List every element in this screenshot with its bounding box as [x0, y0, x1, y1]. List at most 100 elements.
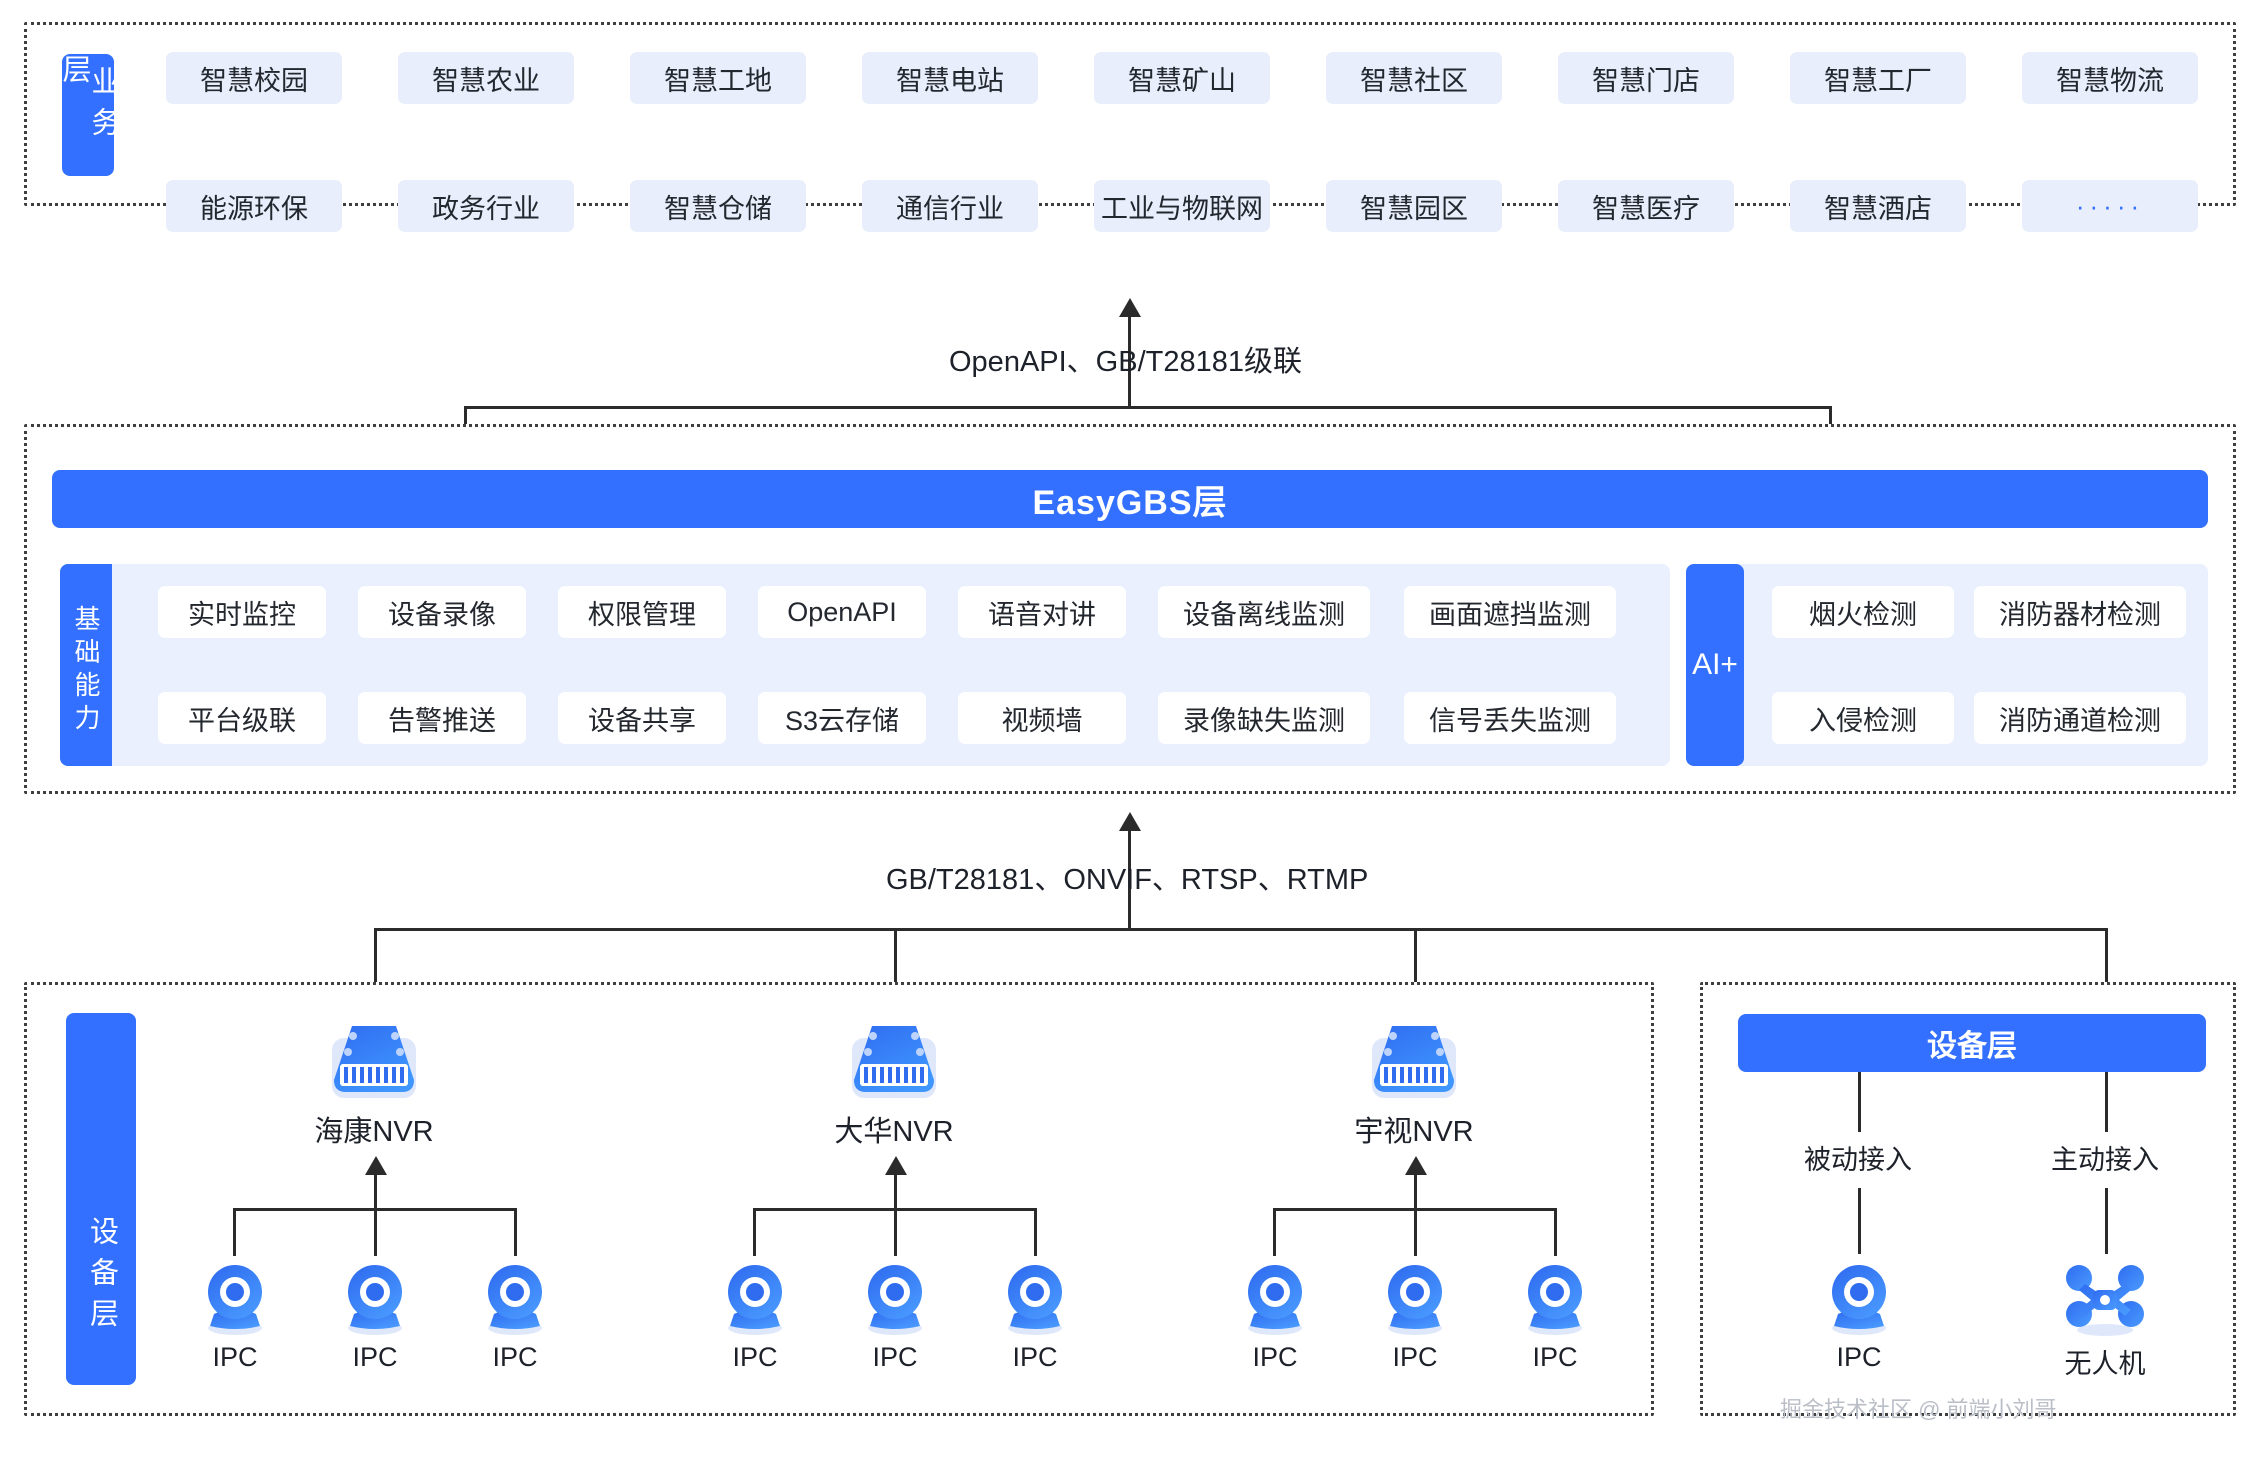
ai-item[interactable]: 消防器材检测	[1974, 586, 2186, 638]
ellipsis-icon: ·····	[2075, 190, 2145, 221]
capability-side-label-text: 基础能力	[71, 605, 101, 737]
camera-label: IPC	[1532, 1342, 1578, 1372]
ai-item[interactable]: 消防通道检测	[1974, 692, 2186, 744]
business-item[interactable]: 智慧园区	[1326, 180, 1502, 232]
camera-label: IPC	[1392, 1342, 1438, 1372]
business-item[interactable]: 智慧物流	[2022, 52, 2198, 104]
device-layer-right-title: 设备层	[1738, 1014, 2206, 1072]
device-bus-drop-4	[2105, 928, 2108, 1000]
device-layer-side-label: 设备层	[66, 1013, 136, 1385]
easygbs-title-bar: EasyGBS层	[52, 470, 2208, 528]
easygbs-title-text: EasyGBS层	[1032, 483, 1228, 522]
connector-arrow-up-icon-2	[1119, 812, 1141, 831]
connector-vertical-2	[1128, 830, 1131, 930]
branch-stem-passive	[1858, 1072, 1861, 1132]
nvr-stem	[1414, 1174, 1417, 1210]
camera-drop	[374, 1208, 377, 1256]
capability-item[interactable]: 视频墙	[958, 692, 1126, 744]
ai-item[interactable]: 烟火检测	[1772, 586, 1954, 638]
business-item[interactable]: 智慧社区	[1326, 52, 1502, 104]
business-item[interactable]: 智慧工厂	[1790, 52, 1966, 104]
nvr-stem	[374, 1174, 377, 1210]
camera-drop	[514, 1208, 517, 1256]
capability-item[interactable]: 信号丢失监测	[1404, 692, 1616, 744]
capability-item[interactable]: 设备离线监测	[1158, 586, 1370, 638]
business-item[interactable]: 智慧门店	[1558, 52, 1734, 104]
device-bus-drop-3	[1414, 928, 1417, 1000]
business-item[interactable]: 智慧电站	[862, 52, 1038, 104]
business-item[interactable]: 智慧农业	[398, 52, 574, 104]
camera-icon	[1381, 1262, 1449, 1336]
camera-label: IPC	[212, 1342, 258, 1372]
camera-drop	[1414, 1208, 1417, 1256]
nvr-icon	[842, 1022, 946, 1100]
business-layer-side-label: 业务层	[58, 54, 119, 176]
device-layer-side-label-text: 设备层	[85, 1216, 118, 1339]
business-item[interactable]: 智慧酒店	[1790, 180, 1966, 232]
capability-item[interactable]: 设备录像	[358, 586, 526, 638]
capability-item[interactable]: S3云存储	[758, 692, 926, 744]
capability-item[interactable]: 权限管理	[558, 586, 726, 638]
camera-drop	[1034, 1208, 1037, 1256]
ai-side-label: AI+	[1686, 564, 1744, 766]
access-mode-label: 被动接入	[1804, 1145, 1912, 1175]
capability-item[interactable]: 录像缺失监测	[1158, 692, 1370, 744]
capability-side-label: 基础能力	[60, 564, 112, 766]
business-layer-container	[24, 22, 2236, 206]
camera-label: IPC	[732, 1342, 778, 1372]
business-item[interactable]: 智慧校园	[166, 52, 342, 104]
nvr-label: 海康NVR	[314, 1116, 434, 1148]
connector-arrow-up-icon	[1119, 298, 1141, 317]
device-label: 无人机	[2064, 1349, 2146, 1379]
device-bus-drop-2	[894, 928, 897, 1000]
device-bus-horizontal	[374, 928, 2108, 931]
capability-item[interactable]: 设备共享	[558, 692, 726, 744]
branch-stem-passive-2	[1858, 1188, 1861, 1254]
drone-icon	[2063, 1262, 2147, 1338]
camera-icon	[721, 1262, 789, 1336]
device-layer-right-title-text: 设备层	[1927, 1030, 2017, 1063]
business-layer-side-label-text: 业务层	[58, 54, 119, 148]
business-item-more[interactable]: ·····	[2022, 180, 2198, 232]
business-item[interactable]: 政务行业	[398, 180, 574, 232]
watermark: 掘金技术社区 @ 前端小刘哥	[1780, 1397, 2057, 1422]
camera-label: IPC	[492, 1342, 538, 1372]
nvr-label: 大华NVR	[834, 1116, 954, 1148]
business-item[interactable]: 智慧仓储	[630, 180, 806, 232]
camera-label: IPC	[352, 1342, 398, 1372]
business-item[interactable]: 工业与物联网	[1094, 180, 1270, 232]
capability-item[interactable]: OpenAPI	[758, 586, 926, 638]
capability-item[interactable]: 语音对讲	[958, 586, 1126, 638]
camera-icon	[201, 1262, 269, 1336]
business-item[interactable]: 智慧矿山	[1094, 52, 1270, 104]
nvr-arrow-up-icon	[885, 1156, 907, 1175]
capability-item[interactable]: 告警推送	[358, 692, 526, 744]
camera-drop	[233, 1208, 236, 1256]
ai-item[interactable]: 入侵检测	[1772, 692, 1954, 744]
device-label: IPC	[1836, 1342, 1882, 1372]
camera-drop	[753, 1208, 756, 1256]
camera-icon	[1521, 1262, 1589, 1336]
business-item[interactable]: 智慧医疗	[1558, 180, 1734, 232]
nvr-arrow-up-icon	[1405, 1156, 1427, 1175]
business-item[interactable]: 智慧工地	[630, 52, 806, 104]
business-item[interactable]: 通信行业	[862, 180, 1038, 232]
camera-label: IPC	[1012, 1342, 1058, 1372]
camera-drop	[894, 1208, 897, 1256]
nvr-label: 宇视NVR	[1354, 1116, 1474, 1148]
capability-item[interactable]: 实时监控	[158, 586, 326, 638]
device-bus-drop-1	[374, 928, 377, 1000]
connector-top-label: OpenAPI、GB/T28181级联	[949, 346, 1302, 378]
connector-bottom-label: GB/T28181、ONVIF、RTSP、RTMP	[886, 864, 1369, 896]
access-mode-label: 主动接入	[2051, 1145, 2159, 1175]
camera-label: IPC	[1252, 1342, 1298, 1372]
camera-icon	[341, 1262, 409, 1336]
connector-horizontal	[464, 406, 1832, 409]
camera-drop	[1554, 1208, 1557, 1256]
nvr-stem	[894, 1174, 897, 1210]
camera-icon	[481, 1262, 549, 1336]
capability-item[interactable]: 画面遮挡监测	[1404, 586, 1616, 638]
capability-item[interactable]: 平台级联	[158, 692, 326, 744]
business-item[interactable]: 能源环保	[166, 180, 342, 232]
